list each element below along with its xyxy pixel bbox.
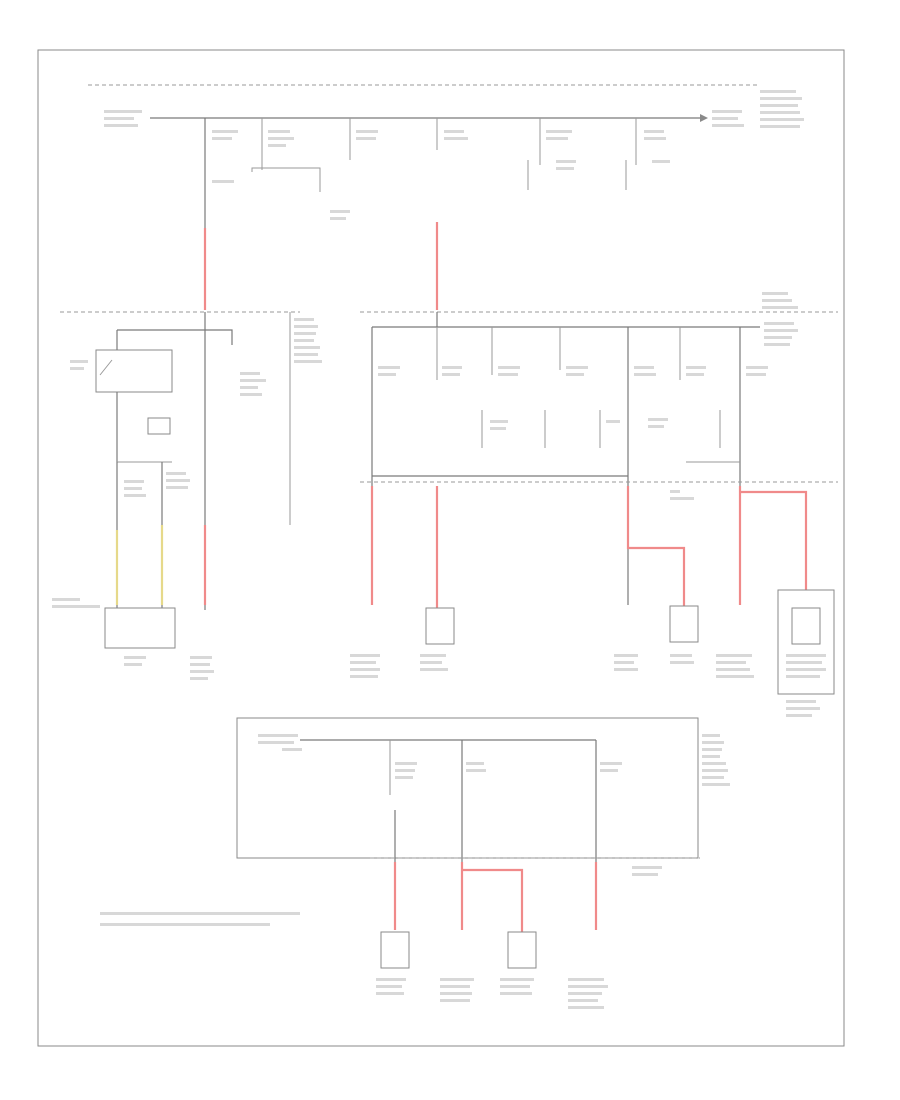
connector-b3	[507, 931, 537, 969]
right-block-labels	[378, 292, 798, 500]
right-connector-labels	[350, 654, 826, 717]
ip-block-labels	[258, 734, 730, 876]
left-block-bus	[117, 329, 233, 345]
top-bus-drops	[204, 118, 670, 228]
connector-r3	[669, 605, 699, 643]
bus-arrow-icon	[700, 114, 708, 122]
legend-notes	[100, 912, 300, 926]
diagram-frame	[37, 49, 845, 1047]
left-block-labels	[70, 318, 322, 497]
switch-contact-icon	[99, 359, 113, 376]
relay-box	[95, 349, 173, 393]
connector-r5	[791, 607, 821, 645]
wire-red-r5	[740, 490, 808, 608]
left-connector-labels	[52, 598, 214, 680]
bottom-connector-labels	[376, 978, 608, 1009]
relay-coil-box	[147, 417, 171, 435]
top-block-labels	[104, 90, 804, 128]
connector-box-left	[104, 607, 176, 649]
ip-fuse-block-frame	[236, 717, 699, 859]
wire-red-b3	[462, 868, 524, 932]
connector-b1	[380, 931, 410, 969]
connector-r2	[425, 607, 455, 645]
wire-red-r3	[626, 486, 686, 606]
